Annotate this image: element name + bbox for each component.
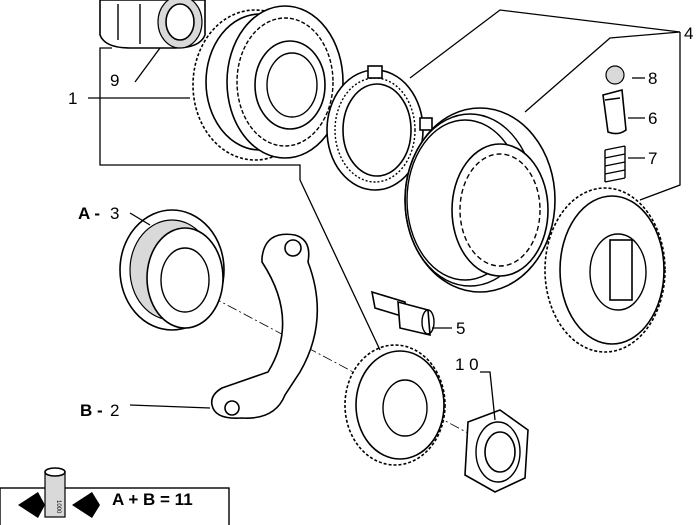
part-1-gear <box>192 5 344 161</box>
part-5-bolt <box>370 290 435 337</box>
leader-lines <box>88 9 681 421</box>
callout-8: 8 <box>648 69 657 88</box>
group-label-b: B - <box>80 401 103 420</box>
callout-10: 1 0 <box>455 355 479 374</box>
part-9-bushing <box>99 0 206 49</box>
callout-labels: 1 2 3 4 5 6 7 8 9 1 0 A - B - <box>68 24 693 420</box>
part-10-nut <box>464 409 529 493</box>
callout-3: 3 <box>110 204 119 223</box>
callout-7: 7 <box>648 149 657 168</box>
hub-gear-right <box>544 187 666 353</box>
part-3-bearing <box>119 209 225 331</box>
part-2-retaining-plate <box>210 233 319 420</box>
grease-can-icon: 1000 <box>44 467 66 518</box>
callout-9: 9 <box>110 71 119 90</box>
legend-box: 1000 A + B = 11 <box>0 467 230 525</box>
callout-5: 5 <box>456 319 465 338</box>
part-6-pin <box>602 88 627 135</box>
part-8-ball <box>605 65 625 85</box>
arrow-icon <box>18 492 100 518</box>
part-3-synchro-ring <box>326 65 433 191</box>
part-gear-lower <box>344 344 446 466</box>
part-7-spring <box>604 145 626 183</box>
callout-6: 6 <box>648 109 657 128</box>
part-4-sleeve <box>404 107 556 293</box>
callout-2: 2 <box>110 401 119 420</box>
legend-formula: A + B = 11 <box>112 490 193 509</box>
group-label-a: A - <box>78 204 100 223</box>
callout-4: 4 <box>684 24 693 43</box>
callout-1: 1 <box>68 89 77 108</box>
legend-box-text: 1000 <box>55 500 61 514</box>
